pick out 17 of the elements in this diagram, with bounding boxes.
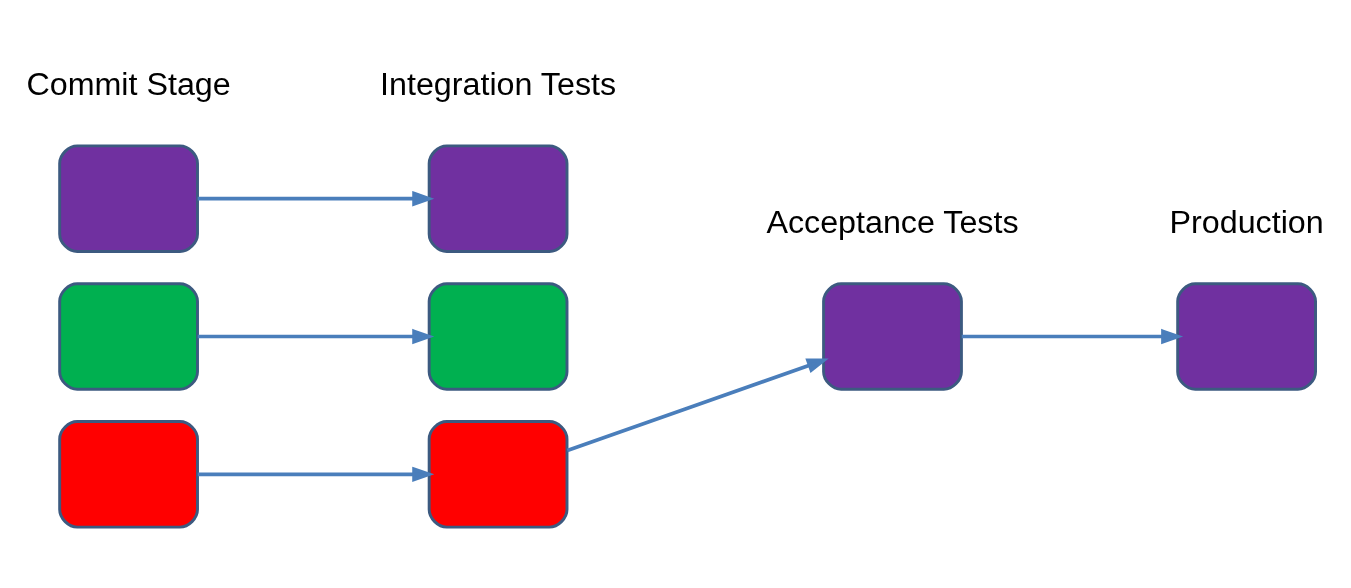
node-box (427, 282, 569, 391)
node-box (58, 282, 199, 391)
node-box (1176, 282, 1317, 391)
node-label: Commit Stage (26, 66, 231, 103)
arrow (197, 328, 435, 345)
arrow (197, 466, 435, 483)
node-box (58, 144, 199, 253)
node-box (822, 282, 963, 391)
node-box (427, 144, 569, 253)
node-box (58, 420, 199, 529)
node-label: Integration Tests (380, 66, 617, 103)
arrow (197, 190, 435, 207)
node-label: Acceptance Tests (766, 204, 1019, 241)
arrow (566, 358, 829, 453)
node-label: Production (1169, 204, 1324, 241)
arrow (961, 328, 1184, 345)
node-box (427, 420, 569, 529)
